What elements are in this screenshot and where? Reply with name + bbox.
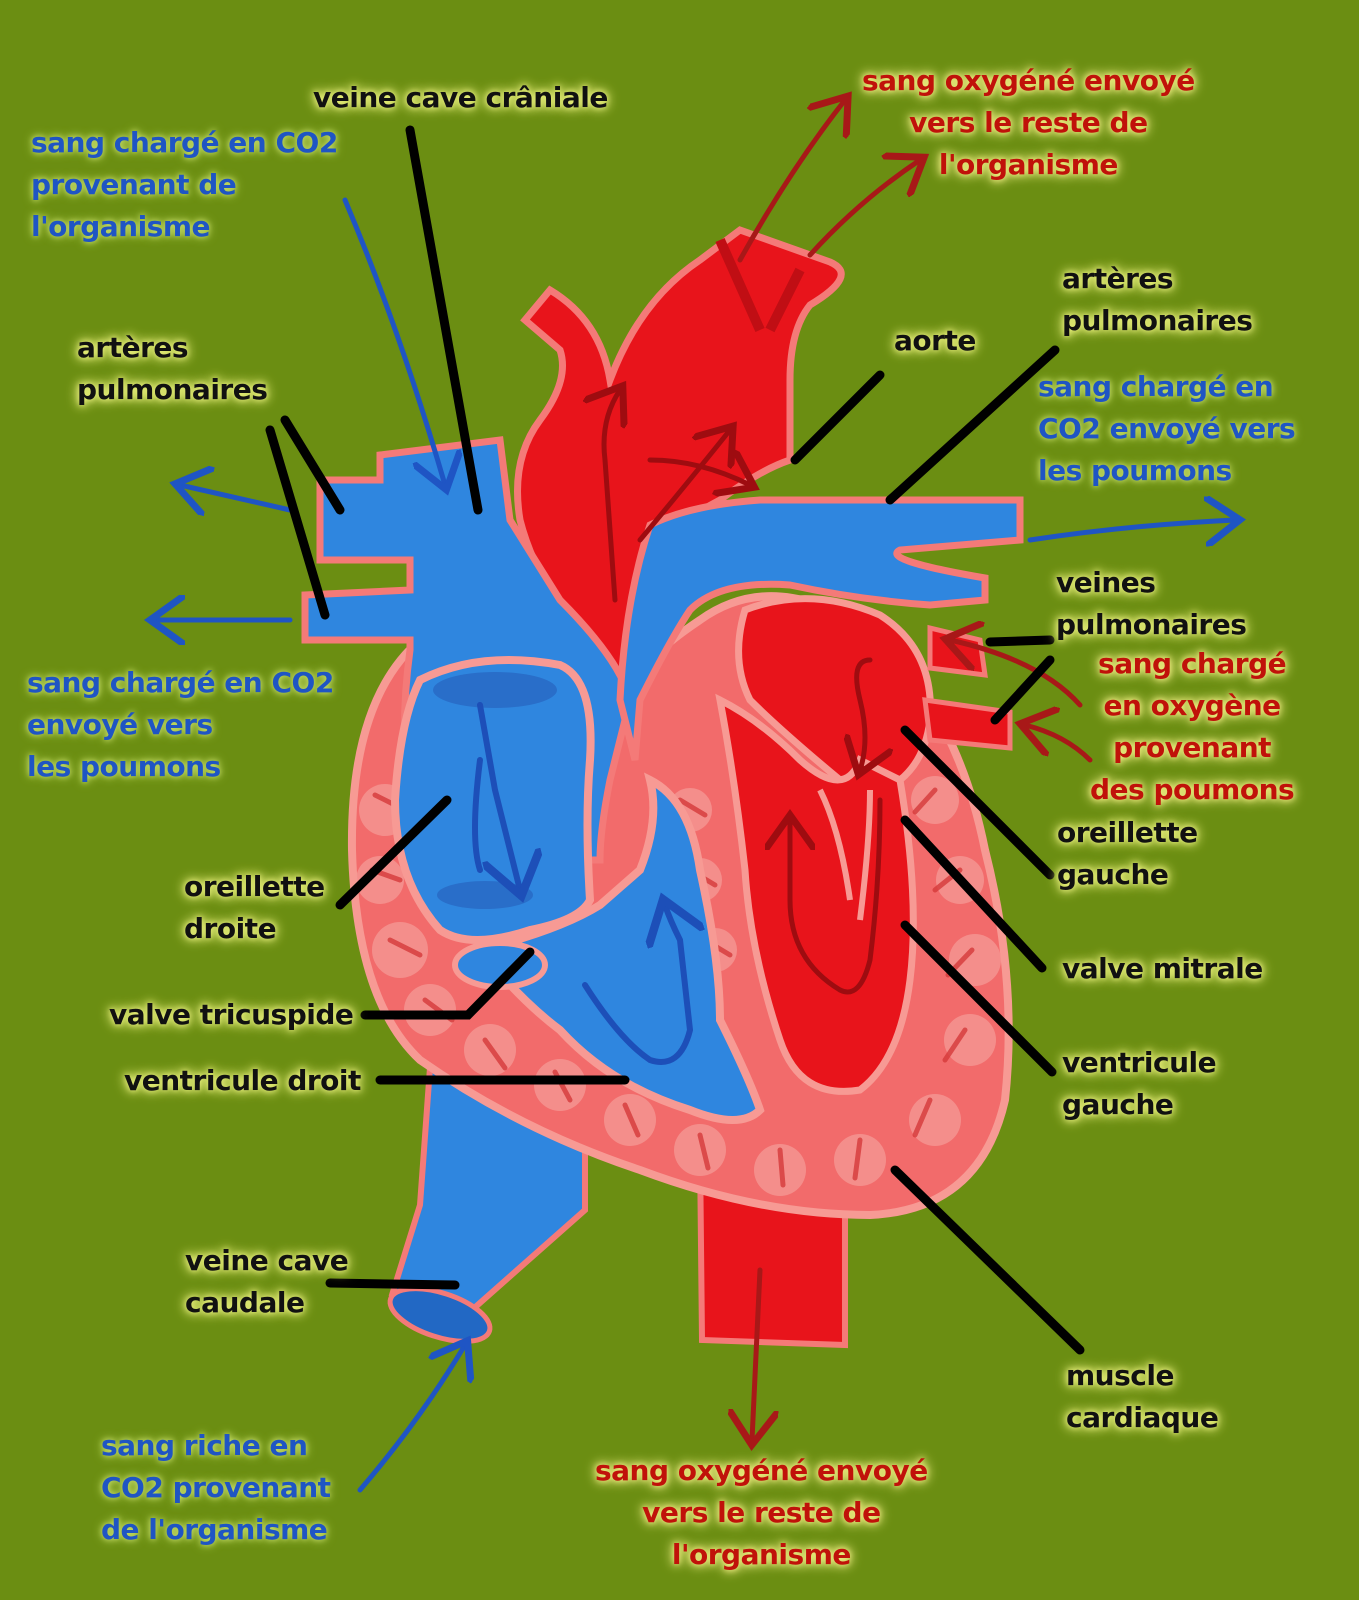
label-line: provenant xyxy=(1113,731,1272,764)
label-veine-cave-craniale: veine cave crâniale xyxy=(313,81,608,114)
label-co2-to-lungs-left: sang chargé en CO2 envoyé vers les poumo… xyxy=(27,662,334,788)
label-line: sang chargé en CO2 xyxy=(31,126,338,159)
label-line: envoyé vers xyxy=(27,708,213,741)
label-line: l'organisme xyxy=(938,148,1119,181)
label-line: en oxygène xyxy=(1103,689,1281,722)
pulmonary-vein-lower xyxy=(922,697,1013,751)
label-line: l'organisme xyxy=(671,1538,852,1571)
label-line: caudale xyxy=(185,1286,305,1319)
flow-arrows-internal xyxy=(472,390,880,1065)
label-line: sang chargé en CO2 xyxy=(27,666,334,699)
label-oxygenated-blood-out-bottom: sang oxygéné envoyé vers le reste de l'o… xyxy=(595,1450,928,1576)
aorta-inner-branch xyxy=(715,237,805,333)
label-line: CO2 envoyé vers xyxy=(1038,412,1296,445)
label-co2-blood-from-body-bottom: sang riche en CO2 provenant de l'organis… xyxy=(101,1425,331,1551)
left-ventricle xyxy=(715,693,917,1095)
label-line: artères xyxy=(77,331,189,364)
label-line: vers le reste de xyxy=(909,106,1148,139)
label-line: pulmonaires xyxy=(77,373,268,406)
label-co2-blood-from-body-top: sang chargé en CO2 provenant de l'organi… xyxy=(31,122,338,248)
pulmonary-vein-upper xyxy=(927,624,988,678)
label-line: gauche xyxy=(1062,1088,1174,1121)
leader-lines xyxy=(265,125,1085,1355)
label-line: sang oxygéné envoyé xyxy=(595,1454,928,1487)
label-arteres-pulmonaires-left: artères pulmonaires xyxy=(77,327,268,411)
label-valve-mitrale: valve mitrale xyxy=(1062,952,1263,985)
label-line: artères xyxy=(1062,262,1174,295)
label-line: pulmonaires xyxy=(1056,608,1247,641)
label-line: CO2 provenant xyxy=(101,1471,331,1504)
label-veines-pulmonaires: veines pulmonaires xyxy=(1056,562,1247,646)
label-line: pulmonaires xyxy=(1062,304,1253,337)
label-ventricule-droit: ventricule droit xyxy=(124,1064,361,1097)
label-line: l'organisme xyxy=(31,210,211,243)
label-line: veines xyxy=(1056,566,1156,599)
label-line: provenant de xyxy=(31,168,237,201)
label-line: vers le reste de xyxy=(642,1496,881,1529)
label-co2-to-lungs-right: sang chargé en CO2 envoyé vers les poumo… xyxy=(1038,366,1296,492)
label-valve-tricuspide: valve tricuspide xyxy=(109,998,354,1031)
label-veine-cave-caudale: veine cave caudale xyxy=(185,1240,349,1324)
label-line: droite xyxy=(184,912,277,945)
label-arteres-pulmonaires-right: artères pulmonaires xyxy=(1062,258,1253,342)
label-line: sang riche en xyxy=(101,1429,308,1462)
label-line: veine cave xyxy=(185,1244,349,1277)
label-line: les poumons xyxy=(1038,454,1232,487)
label-line: oreillette xyxy=(1057,816,1198,849)
label-oreillette-droite: oreillette droite xyxy=(184,866,325,950)
label-ventricule-gauche: ventricule gauche xyxy=(1062,1042,1217,1126)
label-aorte: aorte xyxy=(894,324,976,357)
label-oxygen-blood-from-lungs: sang chargé en oxygène provenant des pou… xyxy=(1090,643,1295,811)
label-line: sang chargé en xyxy=(1038,370,1274,403)
pulmonary-trunk xyxy=(616,496,1024,761)
label-line: gauche xyxy=(1057,858,1169,891)
right-atrium-shadow xyxy=(433,672,557,708)
label-line: de l'organisme xyxy=(101,1513,328,1546)
label-line: des poumons xyxy=(1090,773,1295,806)
label-line: oreillette xyxy=(184,870,325,903)
label-muscle-cardiaque: muscle cardiaque xyxy=(1066,1355,1219,1439)
label-line: ventricule xyxy=(1062,1046,1217,1079)
flow-arrows-external xyxy=(155,100,1235,1493)
label-line: cardiaque xyxy=(1066,1401,1219,1434)
label-oreillette-gauche: oreillette gauche xyxy=(1057,812,1198,896)
label-line: les poumons xyxy=(27,750,221,783)
label-oxygenated-blood-out-top: sang oxygéné envoyé vers le reste de l'o… xyxy=(862,60,1195,186)
mitral-valve xyxy=(817,788,873,921)
label-line: sang chargé xyxy=(1098,647,1287,680)
label-line: muscle xyxy=(1066,1359,1174,1392)
label-line: sang oxygéné envoyé xyxy=(862,64,1195,97)
